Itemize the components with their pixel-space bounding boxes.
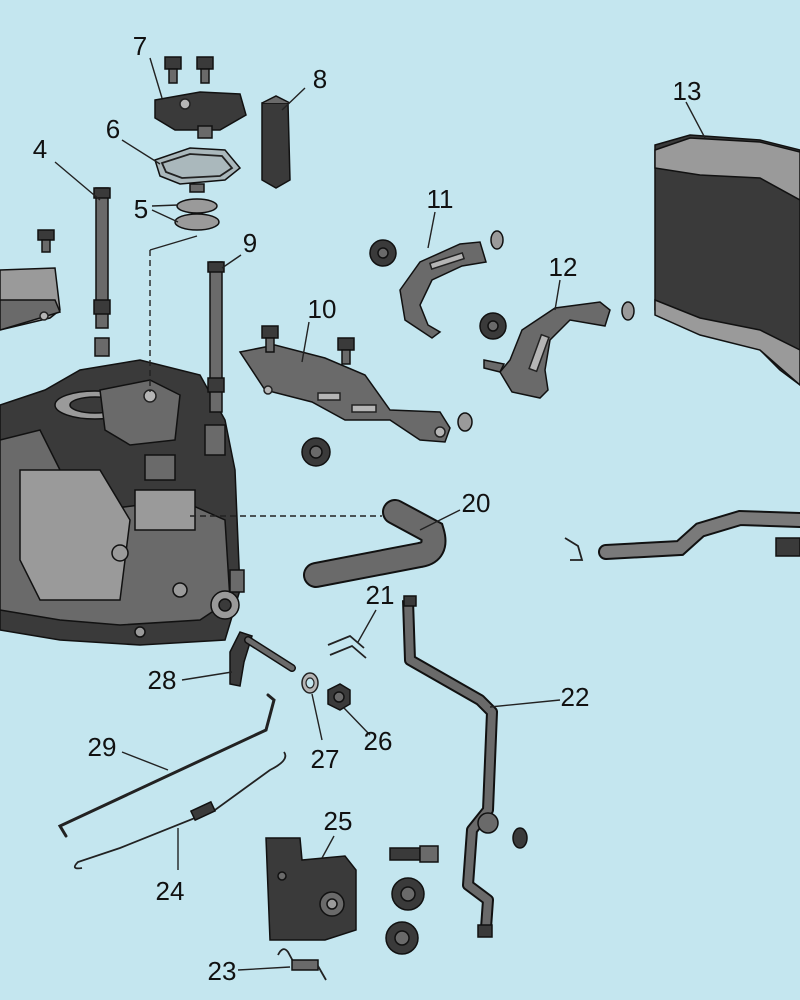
label-part-7: 7 bbox=[133, 31, 147, 61]
label-part-11: 11 bbox=[427, 184, 454, 214]
rod-part-29 bbox=[57, 693, 276, 838]
bracket-part-10 bbox=[238, 325, 473, 467]
cover-part-7 bbox=[154, 56, 247, 139]
gasket-part-6 bbox=[154, 147, 242, 193]
washers-part-5 bbox=[174, 198, 220, 231]
label-part-21: 21 bbox=[366, 580, 395, 610]
carburetor-body bbox=[0, 359, 245, 646]
label-part-24: 24 bbox=[156, 876, 185, 906]
bracket-part-12 bbox=[479, 301, 635, 399]
stud-part-4 bbox=[93, 187, 111, 357]
left-screw bbox=[37, 229, 55, 253]
bracket-part-11 bbox=[369, 230, 504, 339]
label-part-12: 12 bbox=[549, 252, 578, 282]
label-part-26: 26 bbox=[364, 726, 393, 756]
stud-part-9 bbox=[207, 261, 225, 413]
label-part-8: 8 bbox=[313, 64, 327, 94]
label-part-9: 9 bbox=[243, 228, 257, 258]
label-part-6: 6 bbox=[106, 114, 120, 144]
label-part-23: 23 bbox=[208, 956, 237, 986]
label-part-22: 22 bbox=[561, 682, 590, 712]
spring-part-23 bbox=[277, 948, 327, 981]
plate-part-25 bbox=[265, 837, 439, 955]
left-bracket bbox=[0, 267, 62, 331]
cable-part-24 bbox=[73, 751, 287, 870]
label-part-25: 25 bbox=[324, 806, 353, 836]
label-part-13: 13 bbox=[673, 76, 702, 106]
hose-part-20 bbox=[303, 499, 447, 588]
label-part-10: 10 bbox=[308, 294, 337, 324]
pin-part-21 bbox=[327, 634, 367, 659]
filter-part-8 bbox=[261, 95, 291, 189]
label-part-28: 28 bbox=[148, 665, 177, 695]
leader-lines bbox=[54, 57, 706, 971]
rod-part-22 bbox=[402, 595, 528, 938]
label-part-20: 20 bbox=[462, 488, 491, 518]
label-part-29: 29 bbox=[88, 732, 117, 762]
callout-labels: 7 8 6 4 5 9 10 11 12 13 20 21 22 23 24 2… bbox=[33, 31, 702, 986]
lever-part-28 bbox=[229, 631, 296, 687]
label-part-27: 27 bbox=[311, 744, 340, 774]
washer-part-27 bbox=[301, 672, 319, 694]
nut-part-26 bbox=[327, 683, 351, 711]
label-part-4: 4 bbox=[33, 134, 47, 164]
fuel-tank-part-13 bbox=[654, 134, 800, 386]
fuel-line-right bbox=[564, 509, 800, 561]
label-part-5: 5 bbox=[134, 194, 148, 224]
